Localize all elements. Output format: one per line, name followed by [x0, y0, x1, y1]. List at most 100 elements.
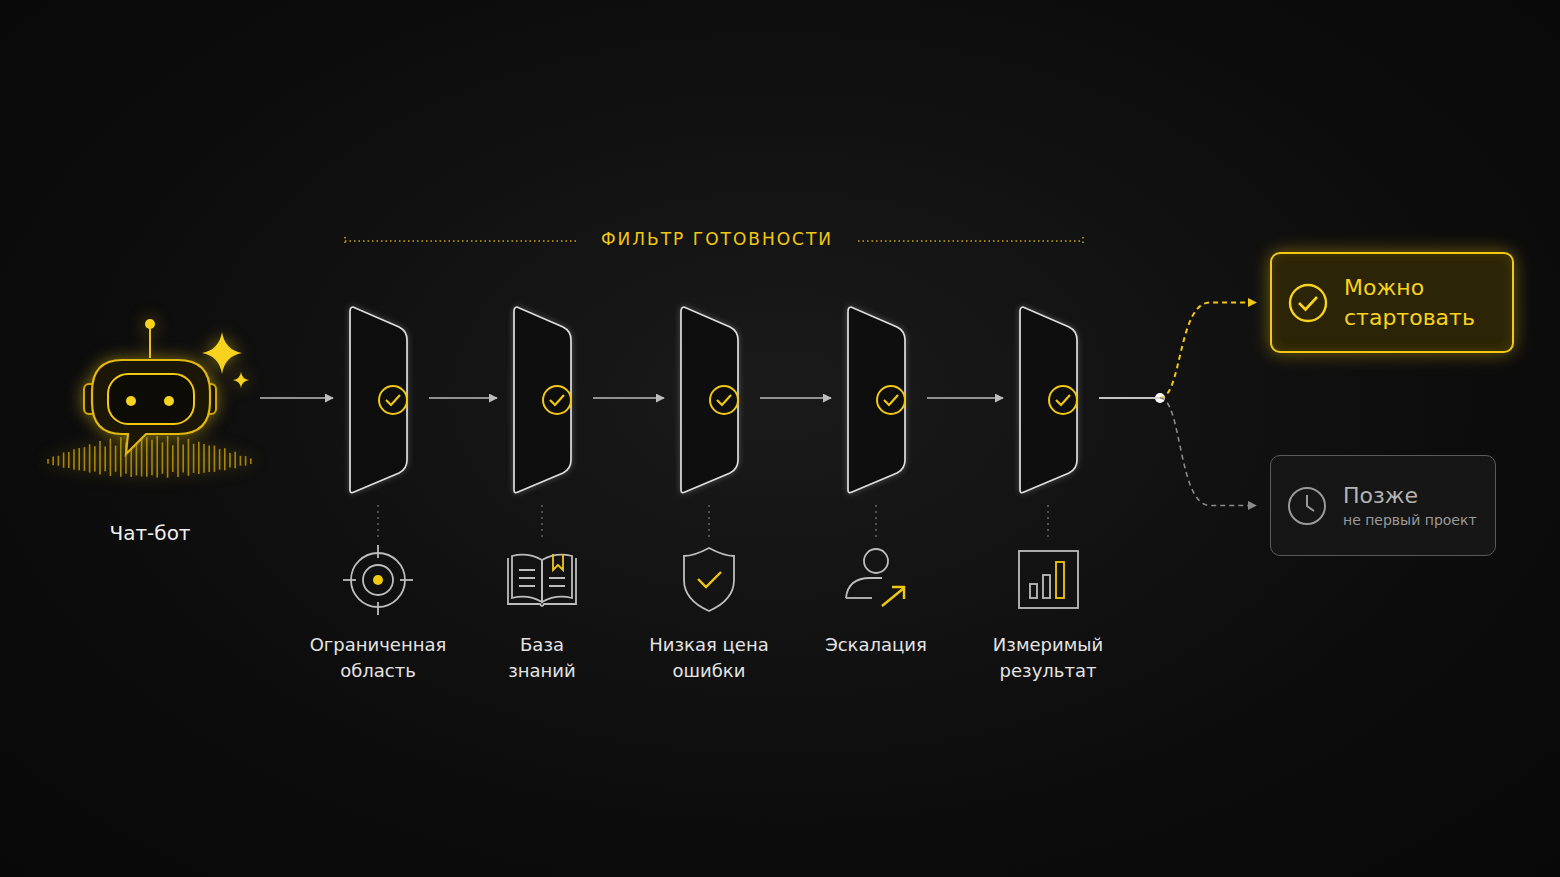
robot-icon	[94, 446, 96, 471]
robot-icon	[145, 319, 155, 329]
robot-icon	[146, 437, 148, 477]
filter-panel-shape	[550, 395, 564, 405]
escalation-icon	[846, 597, 872, 599]
robot-icon	[58, 456, 60, 466]
escalation-icon	[882, 587, 904, 606]
chatbot-label: Чат-бот	[109, 520, 190, 546]
check-icon	[1299, 297, 1317, 310]
robot-icon	[162, 442, 164, 474]
clock-icon	[1289, 488, 1325, 524]
flow-line	[1099, 397, 1160, 399]
filter-panel-shape	[386, 395, 400, 405]
bar-chart-icon	[1030, 584, 1037, 598]
outcome-title: Позже	[1343, 482, 1477, 510]
shield-icon	[684, 548, 734, 611]
book-icon	[553, 554, 563, 570]
leader-lines	[378, 505, 1048, 540]
robot-icon	[214, 446, 216, 472]
target-icon	[373, 575, 383, 585]
robot-icon	[99, 441, 101, 475]
flow-line	[1160, 303, 1256, 399]
flow-arrow	[429, 398, 497, 399]
target-icon	[377, 602, 379, 615]
filter-panel-shape	[680, 305, 740, 495]
robot-icon	[234, 452, 236, 468]
outcome-box: Можно стартовать	[1270, 252, 1514, 353]
criterion-label: Эскалация	[811, 632, 941, 658]
bar-chart-icon	[1019, 551, 1078, 608]
robot-icon	[73, 449, 75, 469]
robot-icon	[182, 445, 184, 473]
robot-icon	[164, 396, 174, 406]
escalation-icon	[864, 549, 888, 573]
target-icon	[351, 553, 405, 607]
filter-stage: Эскалация	[847, 305, 907, 495]
filter-panel-shape	[1020, 307, 1077, 493]
shield-icon	[684, 548, 734, 611]
flow-line	[1160, 398, 1256, 506]
robot-icon	[104, 446, 106, 471]
leader-lines	[541, 505, 542, 540]
robot-icon	[208, 445, 210, 472]
target-icon	[400, 579, 413, 581]
robot-icon	[240, 456, 242, 466]
filter-panel-shape	[514, 307, 571, 493]
filter-panel-shape	[543, 386, 571, 414]
leader-lines	[875, 505, 876, 540]
filter-panel-shape	[1019, 305, 1079, 495]
robot-icon	[47, 459, 49, 464]
robot-icon	[156, 436, 158, 478]
flow-line	[760, 397, 831, 399]
flow-line	[593, 397, 664, 399]
filter-panel-shape	[848, 307, 905, 493]
title-dotted-rule	[344, 237, 346, 245]
robot-icon	[224, 448, 226, 470]
robot-icon	[89, 444, 91, 472]
outcome-title: Можно стартовать	[1344, 273, 1494, 333]
outcome-subtitle: не первый проект	[1343, 510, 1477, 530]
filter-panel-shape	[379, 386, 407, 414]
flow-line	[927, 397, 1003, 399]
diagram-title: ФИЛЬТР ГОТОВНОСТИ	[567, 229, 867, 249]
robot-icon	[203, 444, 205, 473]
robot-icon	[172, 445, 174, 472]
robot-icon	[68, 452, 70, 468]
robot-icon	[233, 372, 249, 388]
filter-panel-shape	[710, 386, 738, 414]
flow-arrow	[260, 398, 333, 399]
shield-icon	[698, 572, 721, 587]
filter-stage: Низкая цена ошибки	[680, 305, 740, 495]
robot-icon	[78, 448, 80, 470]
criterion-label: Низкая цена ошибки	[644, 632, 774, 684]
robot-icon	[193, 444, 195, 473]
title-dotted-rule	[858, 240, 1083, 242]
check-icon	[1290, 285, 1326, 321]
bar-chart-icon	[1043, 575, 1050, 598]
book-icon	[519, 570, 565, 586]
robot-icon	[48, 319, 251, 478]
robot-icon	[198, 442, 200, 474]
robot-icon	[250, 459, 252, 464]
target-icon	[343, 545, 413, 615]
escalation-icon	[846, 549, 904, 606]
robot-icon	[120, 437, 122, 477]
robot-icon	[92, 360, 210, 454]
flow-line	[429, 397, 497, 399]
criterion-label: Ограниченная область	[293, 632, 463, 684]
criterion-label: Измеримый результат	[973, 632, 1123, 684]
robot-icon	[52, 457, 54, 466]
robot-icon	[151, 440, 153, 476]
robot-icon	[126, 396, 136, 406]
leader-lines	[377, 505, 378, 540]
robot-icon	[141, 438, 143, 477]
title-dotted-rule	[345, 240, 578, 242]
robot-icon	[110, 439, 112, 476]
escalation-icon	[846, 578, 882, 598]
robot-icon	[48, 436, 251, 478]
robot-icon	[63, 452, 65, 467]
flow-arrow	[927, 398, 1003, 399]
robot-icon	[245, 456, 247, 465]
